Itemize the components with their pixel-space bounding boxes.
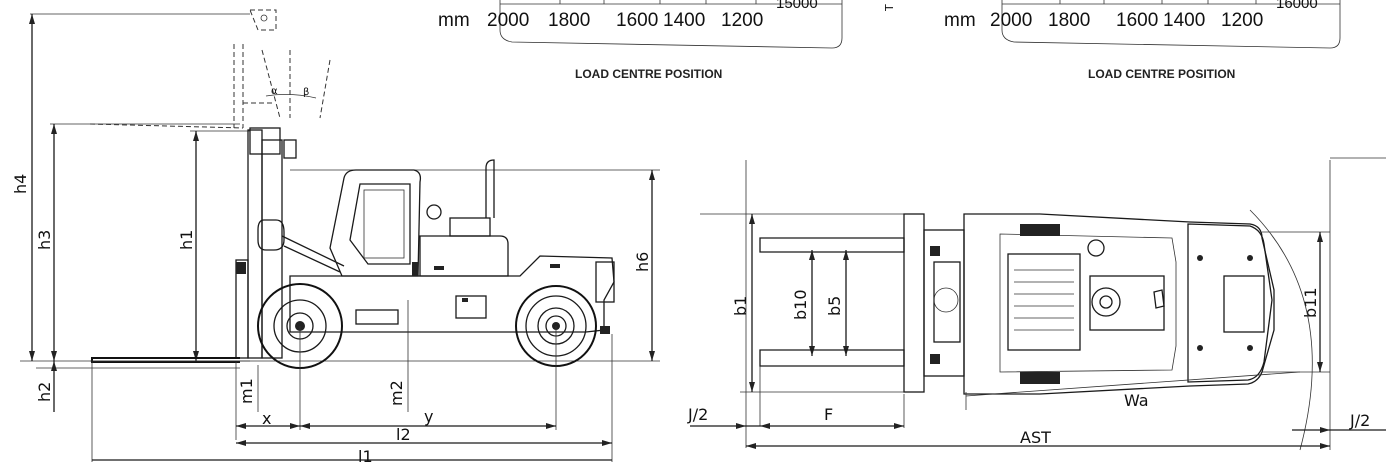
- chart-1-tick-1600: 1600: [616, 10, 658, 31]
- chart-2-unit: mm: [944, 10, 976, 31]
- dim-alpha: α: [271, 86, 278, 97]
- dim-m1: m1: [237, 378, 256, 404]
- chart-1-tick-1200: 1200: [721, 10, 763, 31]
- dim-j2-left: J/2: [687, 405, 708, 424]
- chart-1-tick-1800: 1800: [548, 10, 590, 31]
- dim-beta: β: [303, 87, 309, 98]
- chart-1-corner-value: 15000: [776, 0, 818, 12]
- load-chart-1: mm 2000 1800 1600 1400 1200 15000 LOAD C…: [438, 0, 843, 81]
- chart-2-tick-1200: 1200: [1221, 10, 1263, 31]
- dim-f: F: [824, 405, 833, 424]
- dim-b11: b11: [1301, 287, 1320, 318]
- dim-y: y: [424, 407, 433, 426]
- chart-1-caption: LOAD CENTRE POSITION: [575, 67, 722, 81]
- dim-h3: h3: [35, 230, 54, 250]
- chart-2-tick-1600: 1600: [1116, 10, 1158, 31]
- dim-h2: h2: [35, 382, 54, 402]
- dim-x: x: [262, 409, 271, 428]
- chart-2-corner-value: 16000: [1276, 0, 1318, 12]
- dim-h6: h6: [633, 252, 652, 272]
- dim-l2: l2: [396, 425, 411, 444]
- chart-2-caption: LOAD CENTRE POSITION: [1088, 67, 1235, 81]
- dim-wa: Wa: [1124, 391, 1149, 410]
- dim-j2-right: J/2: [1349, 411, 1370, 430]
- svg-text:T: T: [883, 4, 896, 12]
- chart-2-tick-2000: 2000: [990, 10, 1032, 31]
- chart-1-tick-1400: 1400: [663, 10, 705, 31]
- dim-b1: b1: [731, 296, 750, 316]
- chart-1-unit: mm: [438, 10, 470, 31]
- dim-ast: AST: [1020, 428, 1051, 447]
- dim-l1: l1: [358, 447, 373, 462]
- chart-2-tick-1400: 1400: [1163, 10, 1205, 31]
- load-chart-2: mm 2000 1800 1600 1400 1200 16000 LOAD C…: [883, 0, 1341, 81]
- chart-2-tick-1800: 1800: [1048, 10, 1090, 31]
- dim-h1: h1: [177, 230, 196, 250]
- side-view: h4 h3 h1 h6 h2 α β: [11, 9, 660, 462]
- chart-1-tick-2000: 2000: [487, 10, 529, 31]
- dim-h4: h4: [11, 174, 30, 194]
- top-view: b1 b10 b5 b11: [687, 157, 1386, 451]
- dim-b5: b5: [825, 296, 844, 316]
- dim-m2: m2: [387, 380, 406, 406]
- dim-b10: b10: [791, 289, 810, 320]
